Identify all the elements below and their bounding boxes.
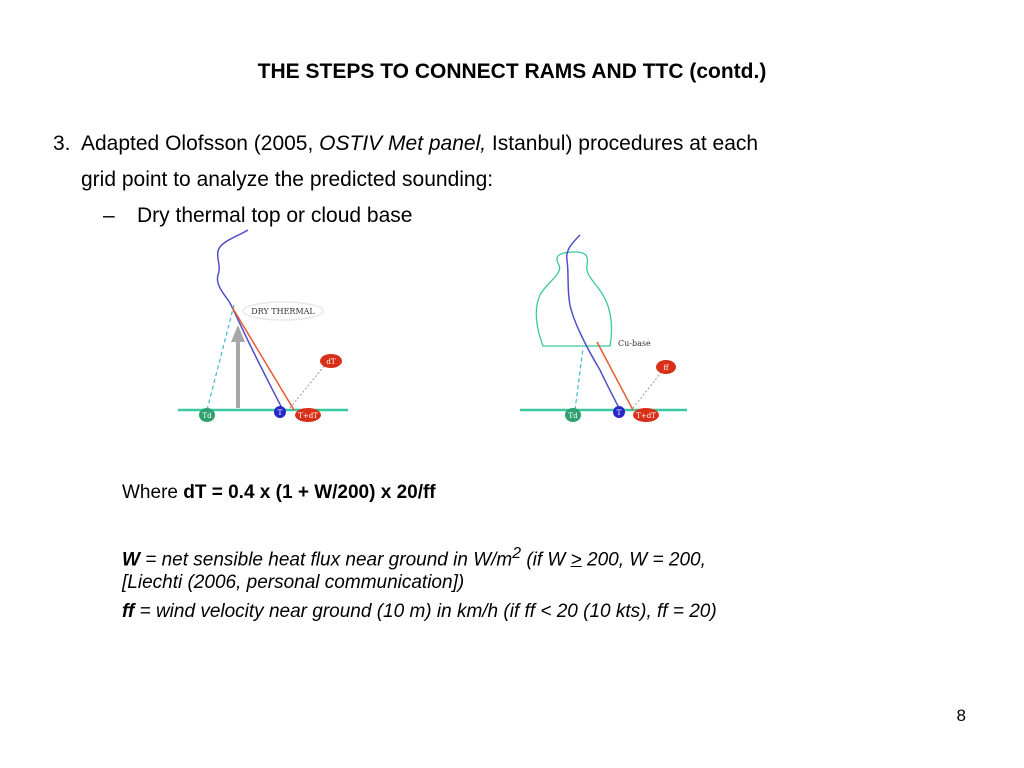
t-plus-dt-badge [633,408,659,422]
td-badge [565,408,581,422]
t-plus-dt-badge-text: T+dT [636,412,656,420]
bullet-text-after: Istanbul) procedures at each [486,132,759,155]
w-symbol: W [122,549,140,571]
t-badge [274,406,286,418]
where-label: Where [122,482,184,503]
t-badge-text: T [278,409,283,417]
w-unit-exponent: 2 [512,545,522,562]
ff-badge [656,360,676,374]
page-number: 8 [956,706,966,725]
bullet-3-line-1: 3. Adapted Olofsson (2005, OSTIV Met pane… [53,126,983,162]
dry-adiabat-line [596,341,634,411]
bullet-text-before: Adapted Olofsson (2005, [81,132,320,155]
cumulus-cloud-outline [535,251,613,347]
t-badge-text: T [617,409,622,417]
slide-title: THE STEPS TO CONNECT RAMS AND TTC (contd… [257,60,767,83]
dew-point-line [206,304,235,411]
dt-formula-line: Where dT = 0.4 x (1 + W/200) x 20/ff [122,478,982,507]
t-plus-dt-badge [295,408,321,422]
dry-thermal-label: DRY THERMAL [251,307,315,316]
cu-base-label: Cu-base [618,339,651,348]
formula-spacer [122,507,982,539]
cu-base-diagram: Cu-base ff Td T T+dT [520,234,687,422]
subbullet-dry-thermal: –Dry thermal top or cloud base [103,198,412,234]
td-badge-text: Td [568,412,578,420]
bullet-number: 3. [53,132,71,155]
bullet-3-line-2: grid point to analyze the predicted soun… [81,168,494,191]
ff-dotted-pointer [632,369,664,409]
td-badge [199,408,215,422]
w-ge-symbol: > [570,549,582,571]
ff-badge-text: ff [664,364,670,372]
bullet-text-italic: OSTIV Met panel, [319,132,487,155]
w-reference-line: [Liechti (2006, personal communication]) [122,572,465,593]
w-equals-text: = net sensible heat flux near ground in … [139,549,513,571]
thermal-arrow-head [231,325,245,342]
formula-block: Where dT = 0.4 x (1 + W/200) x 20/ff W =… [122,478,982,626]
t-badge [613,406,625,418]
dt-dotted-pointer [289,364,326,409]
ff-definition-line: ff = wind velocity near ground (10 m) in… [122,597,982,626]
td-badge-text: Td [202,412,212,420]
w-definition-line: W = net sensible heat flux near ground i… [122,539,982,571]
t-plus-dt-badge-text: T+dT [298,412,318,420]
dry-thermal-diagram: DRY THERMAL dT Td T T+dT [178,229,348,422]
sounding-temperature-line [565,234,621,411]
dt-badge-text: dT [326,358,335,366]
dry-thermal-label-bubble [242,301,324,321]
w-condition-rest: 200, W = 200, [581,549,706,571]
subbullet-text: Dry thermal top or cloud base [137,204,413,227]
ff-symbol: ff [122,601,135,622]
bullet-3: 3. Adapted Olofsson (2005, OSTIV Met pane… [53,126,983,198]
subbullet-dash: – [103,204,115,227]
dew-point-line [574,347,584,411]
w-condition-open: (if W [521,549,571,571]
dt-badge [320,354,342,368]
dt-formula: dT = 0.4 x (1 + W/200) x 20/ff [183,482,436,503]
sounding-temperature-line [216,229,284,411]
ff-text: = wind velocity near ground (10 m) in km… [134,601,717,622]
dry-adiabat-line [231,306,295,411]
